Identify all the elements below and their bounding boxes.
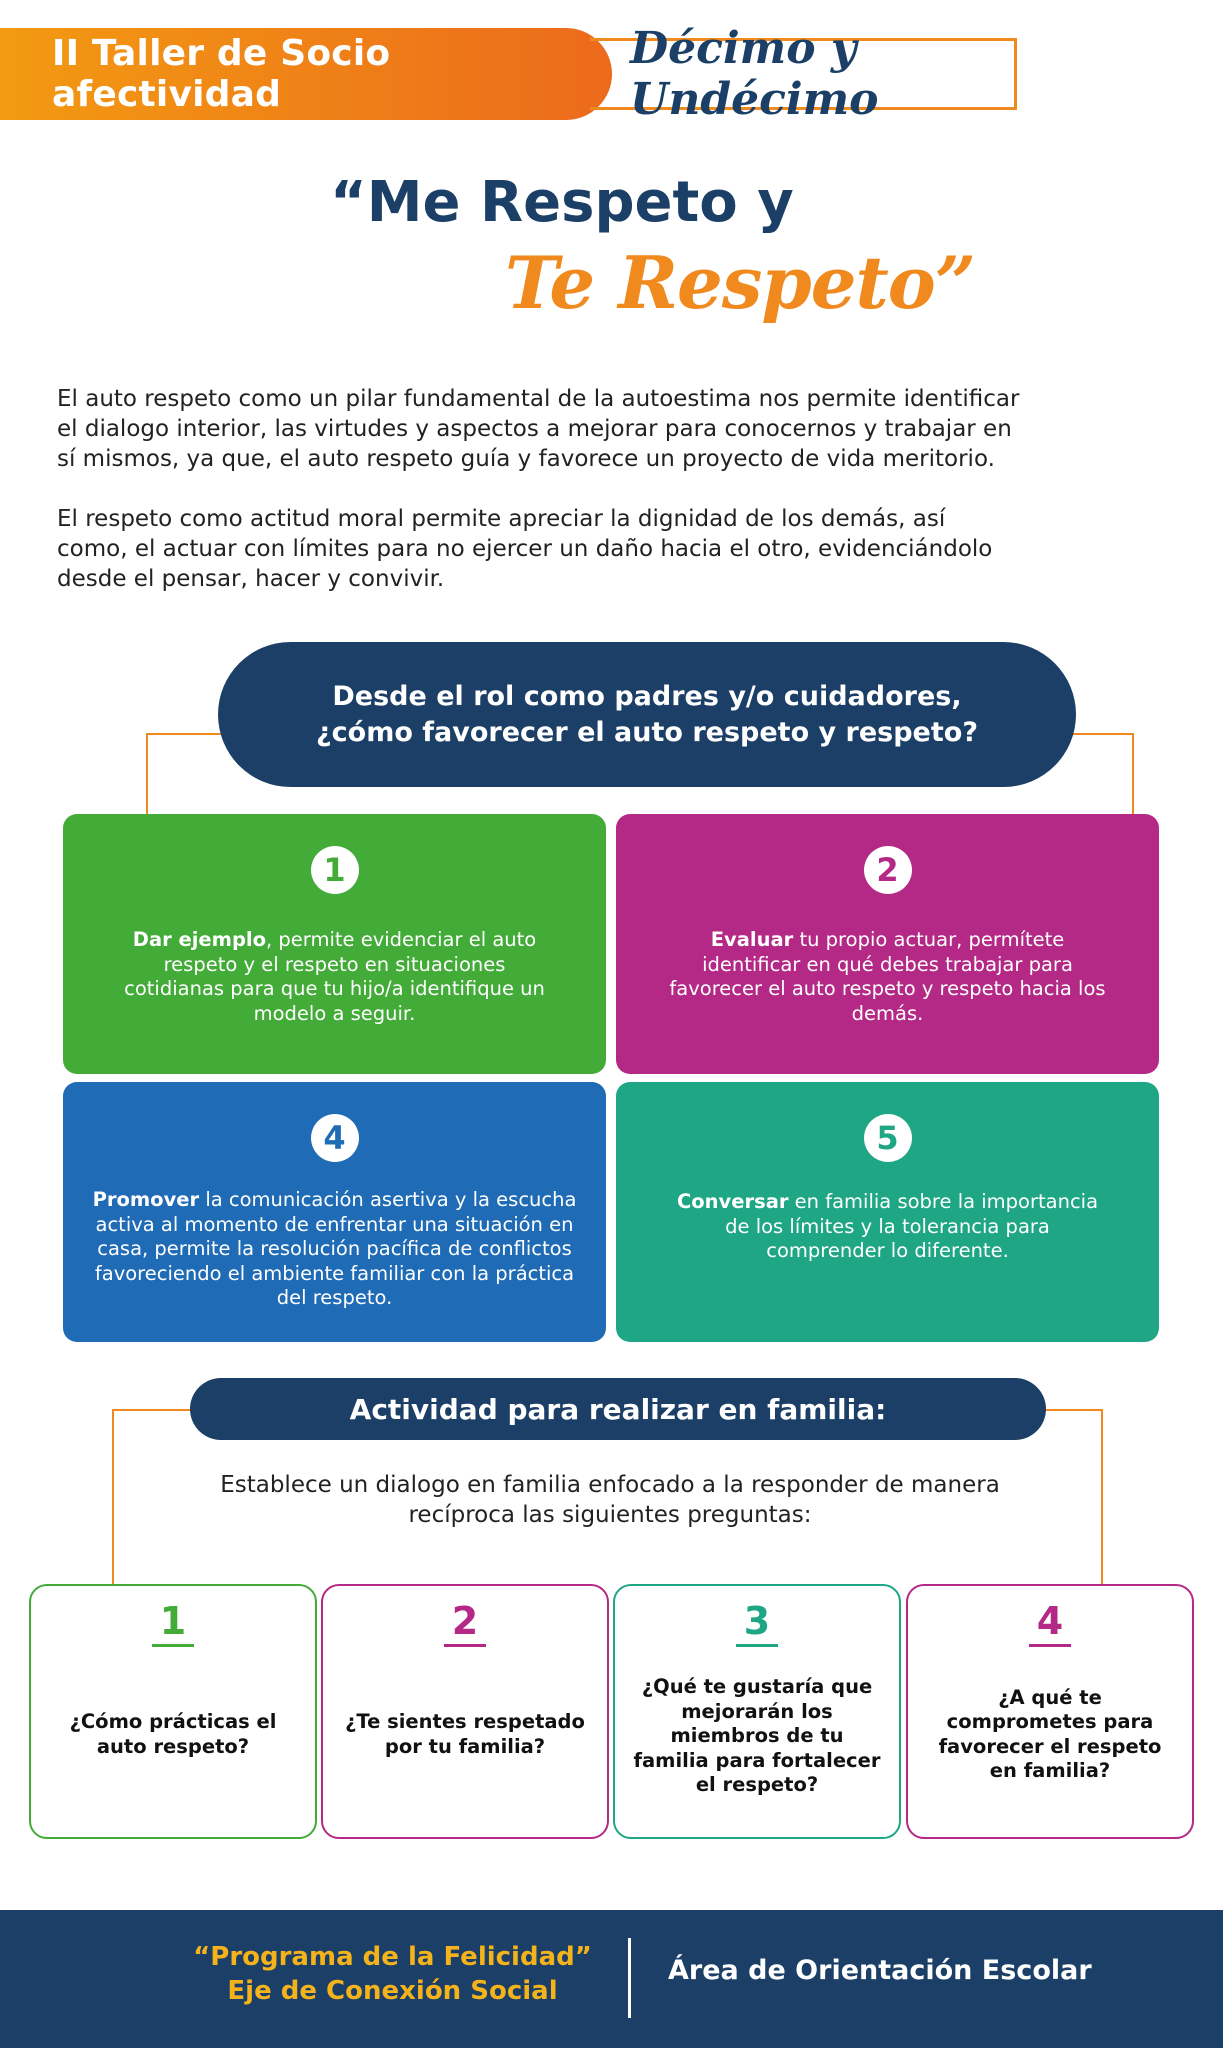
intro-p1-line: El auto respeto como un pilar fundamenta… [57,386,1020,412]
question-text: ¿Cómo prácticas el auto respeto? [69,1710,277,1758]
question-number: 2 [443,1598,487,1647]
tip-card-1: 1 Dar ejemplo, permite evidenciar el aut… [63,814,606,1074]
tip-number-badge: 1 [310,846,359,894]
question-number: 3 [735,1598,779,1647]
question-number: 1 [151,1598,195,1647]
activity-title-banner: Actividad para realizar en familia: [190,1378,1046,1440]
question-text: ¿Te sientes respetado por tu familia? [345,1710,585,1758]
activity-title: Actividad para realizar en familia: [349,1392,887,1426]
grade-label: Décimo y Undécimo [630,23,879,125]
parents-question-banner: Desde el rol como padres y/o cuidadores,… [218,642,1076,787]
program-line1: “Programa de la Felicidad” [193,1942,592,1972]
tip-keyword: Promover [92,1188,200,1211]
tip-card-2: 2 Evaluar tu propio actuar, permítete id… [616,814,1159,1074]
question-text: ¿A qué te comprometes para favorecer el … [938,1685,1162,1783]
connector-left [146,733,226,815]
activity-connector-left [112,1409,196,1587]
tip-card-4: 4 Promover la comunicación asertiva y la… [63,1082,606,1342]
question-box-4: 4 ¿A qué te comprometes para favorecer e… [906,1584,1194,1839]
intro-p1-line: sí mismos, ya que, el auto respeto guía … [57,446,995,472]
intro-p1-line: el dialogo interior, las virtudes y aspe… [57,416,1012,442]
intro-p2-line: desde el pensar, hacer y convivir. [57,566,445,592]
footer-divider [628,1938,631,2018]
activity-desc-line: recíproca las siguientes preguntas: [408,1502,812,1528]
workshop-banner: II Taller de Socio afectividad [0,28,612,120]
question-box-3: 3 ¿Qué te gustaría que mejorarán los mie… [613,1584,901,1839]
tip-text: Conversar en familia sobre la importanci… [664,1190,1111,1264]
tip-body: , permite evidenciar el auto respeto y e… [124,928,545,1025]
tip-body: tu propio actuar, permítete identificar … [669,928,1106,1025]
footer-bar [0,1910,1223,2048]
tip-card-5: 5 Conversar en familia sobre la importan… [616,1082,1159,1342]
tip-text: Promover la comunicación asertiva y la e… [91,1188,578,1311]
question-line1: Desde el rol como padres y/o cuidadores, [332,680,962,712]
tip-text: Evaluar tu propio actuar, permítete iden… [664,928,1111,1026]
tip-keyword: Evaluar [710,928,794,951]
tip-keyword: Conversar [676,1190,789,1213]
activity-connector-right [1040,1409,1103,1587]
intro-p2-line: El respeto como actitud moral permite ap… [57,506,946,532]
grade-box: Décimo y Undécimo [590,23,1017,125]
intro-p2-line: como, el actuar con límites para no ejer… [57,536,993,562]
intro-paragraph-2: El respeto como actitud moral permite ap… [57,504,1117,594]
connector-right [1068,733,1134,815]
tip-number-badge: 4 [310,1114,359,1162]
question-box-2: 2 ¿Te sientes respetado por tu familia? [321,1584,609,1839]
page-title-line2: Te Respeto” [505,240,976,325]
question-text: ¿Qué te gustaría que mejorarán los miemb… [633,1675,881,1797]
page-title-line1: “Me Respeto y [330,170,794,235]
tip-keyword: Dar ejemplo [132,928,267,951]
workshop-title: II Taller de Socio afectividad [52,33,391,115]
activity-description: Establece un dialogo en familia enfocado… [100,1470,1120,1530]
program-line2: Eje de Conexión Social [227,1976,558,2006]
question-box-1: 1 ¿Cómo prácticas el auto respeto? [29,1584,317,1839]
area-name: Área de Orientación Escolar [668,1955,1092,1986]
tip-body: en familia sobre la importancia de los l… [725,1190,1099,1262]
tip-number-badge: 2 [863,846,912,894]
activity-desc-line: Establece un dialogo en familia enfocado… [220,1472,1000,1498]
question-line2: ¿cómo favorecer el auto respeto y respet… [316,716,978,748]
tip-body: la comunicación asertiva y la escucha ac… [94,1188,577,1309]
intro-paragraph-1: El auto respeto como un pilar fundamenta… [57,384,1117,474]
tip-text: Dar ejemplo, permite evidenciar el auto … [111,928,558,1026]
tip-number-badge: 5 [863,1114,912,1162]
program-name: “Programa de la Felicidad” Eje de Conexi… [170,1940,615,2008]
question-number: 4 [1028,1598,1072,1647]
